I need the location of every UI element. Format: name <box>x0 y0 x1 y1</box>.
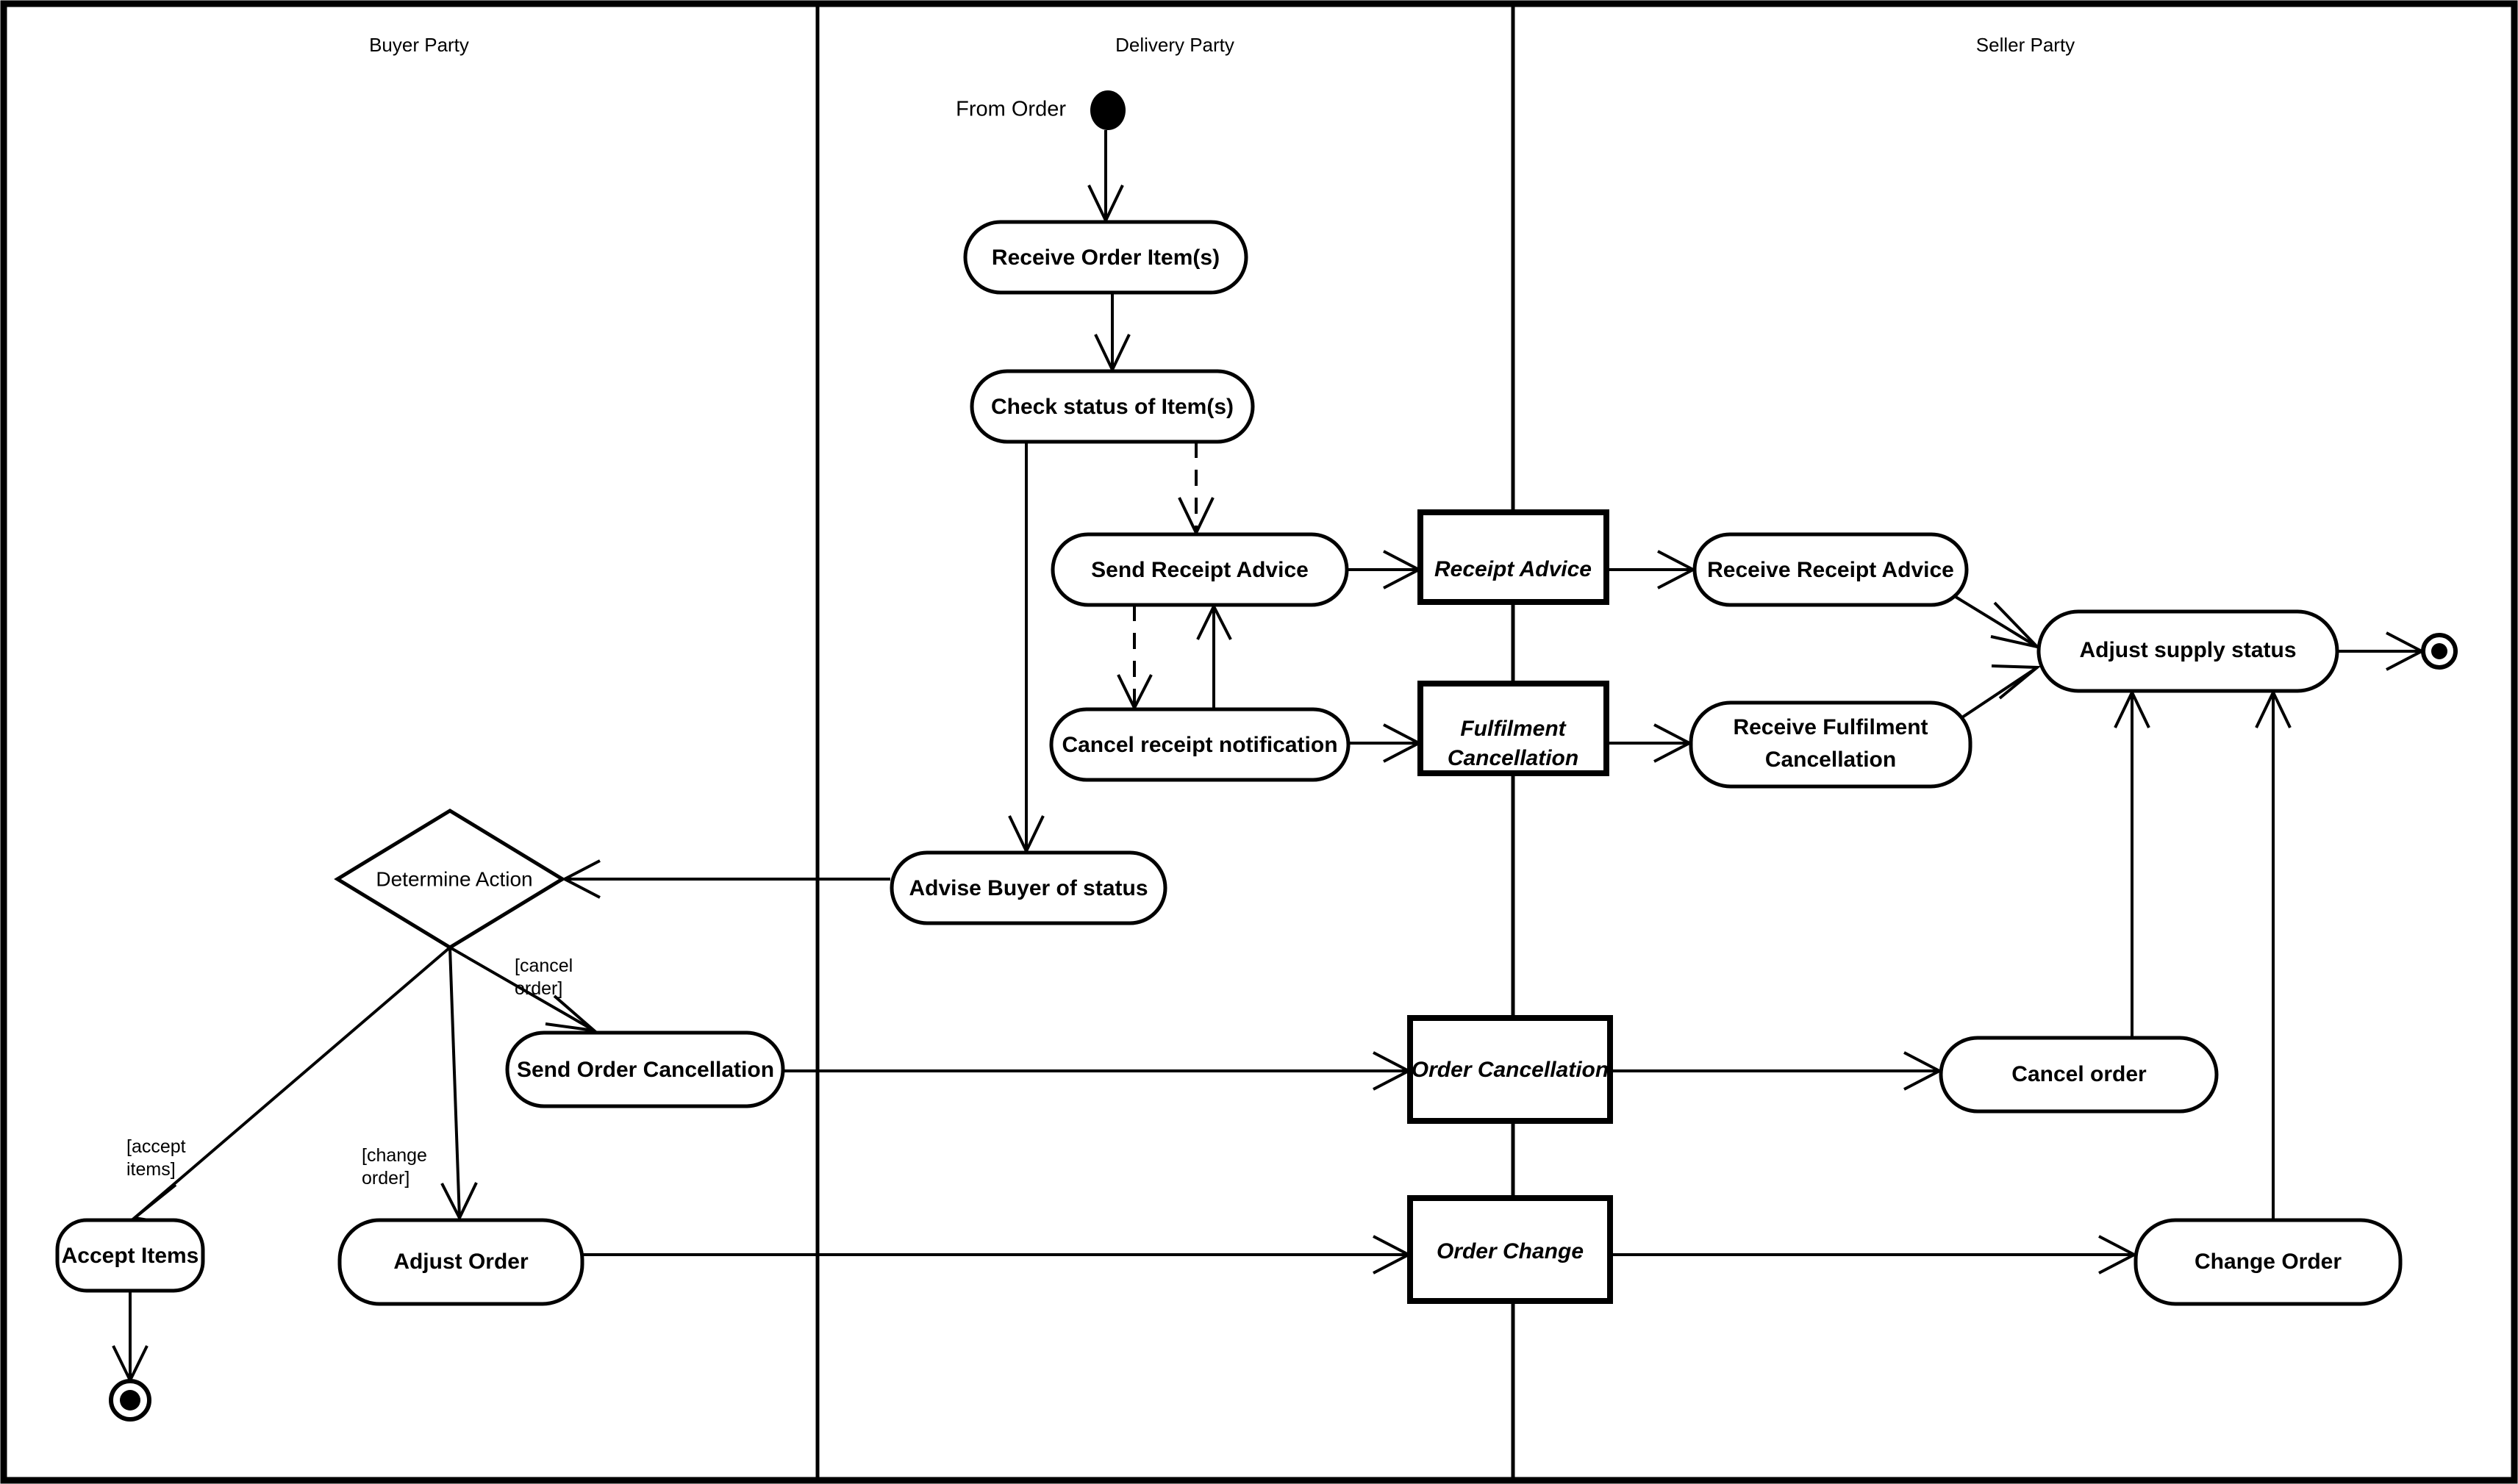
guard-cancel-order: [cancel order] <box>515 956 573 999</box>
from-order-label: From Order <box>956 98 1066 121</box>
activity-send-receipt-advice[interactable]: Send Receipt Advice <box>1051 532 1349 607</box>
flow-decision-to-adjust-order <box>440 947 478 1222</box>
flow-decision-to-send-cancellation <box>449 946 599 1033</box>
guard-line2: order] <box>515 978 562 999</box>
activity-receive-order-items[interactable]: Receive Order Item(s) <box>963 220 1248 295</box>
signal-label-line2: Cancellation <box>1448 746 1578 770</box>
decision-label: Determine Action <box>376 867 532 890</box>
activity-label-line1: Receive Fulfilment <box>1733 715 1928 739</box>
activity-change-order[interactable]: Change Order <box>2133 1218 2403 1306</box>
final-node-seller <box>2421 633 2458 670</box>
signal-label-line1: Fulfilment <box>1460 717 1567 741</box>
guard-line1: [cancel <box>515 956 573 976</box>
activity-label: Advise Buyer of status <box>909 876 1148 900</box>
activity-label: Accept Items <box>62 1244 199 1268</box>
activity-label: Receive Receipt Advice <box>1707 558 1954 582</box>
guard-line2: items] <box>126 1159 176 1180</box>
guard-line2: order] <box>362 1168 409 1189</box>
activity-advise-buyer-of-status[interactable]: Advise Buyer of status <box>890 850 1167 925</box>
guard-line1: [accept <box>126 1136 186 1157</box>
activity-label: Cancel receipt notification <box>1062 733 1337 757</box>
activity-adjust-order[interactable]: Adjust Order <box>337 1218 584 1306</box>
activity-cancel-receipt-notification[interactable]: Cancel receipt notification <box>1049 707 1351 782</box>
activity-receive-receipt-advice[interactable]: Receive Receipt Advice <box>1692 532 1969 607</box>
flow-receive-fulfilment-to-adjust <box>1959 664 2042 720</box>
activity-label: Adjust supply status <box>2079 638 2296 662</box>
activity-label: Send Order Cancellation <box>517 1058 774 1082</box>
signal-fulfilment-cancellation[interactable]: Fulfilment Cancellation <box>1417 681 1609 776</box>
activity-label: Adjust Order <box>393 1250 529 1274</box>
activity-label: Send Receipt Advice <box>1091 558 1309 582</box>
activity-receive-fulfilment-cancellation[interactable]: Receive Fulfilment Cancellation <box>1689 700 1972 789</box>
activity-cancel-order[interactable]: Cancel order <box>1939 1036 2219 1114</box>
initial-node <box>1090 90 1126 130</box>
signal-order-change[interactable]: Order Change <box>1407 1195 1613 1304</box>
signal-order-cancellation[interactable]: Order Cancellation <box>1407 1015 1613 1124</box>
guard-line1: [change <box>362 1145 427 1166</box>
activity-adjust-supply-status[interactable]: Adjust supply status <box>2036 609 2339 693</box>
signal-label: Order Cancellation <box>1412 1058 1609 1082</box>
activity-label-line2: Cancellation <box>1765 748 1896 772</box>
decision-determine-action[interactable]: Determine Action <box>334 809 566 950</box>
guard-accept-items: [accept items] <box>126 1136 186 1180</box>
final-node-buyer <box>109 1379 151 1422</box>
signal-label: Receipt Advice <box>1434 557 1592 581</box>
activity-label: Change Order <box>2195 1250 2342 1274</box>
lane-title-buyer: Buyer Party <box>369 34 469 56</box>
signal-label: Order Change <box>1437 1239 1584 1263</box>
activity-label: Cancel order <box>2011 1062 2147 1086</box>
activity-label: Receive Order Item(s) <box>992 245 1220 270</box>
activity-accept-items[interactable]: Accept Items <box>55 1218 205 1293</box>
activity-check-status-items[interactable]: Check status of Item(s) <box>970 369 1255 444</box>
lane-title-delivery: Delivery Party <box>1115 34 1234 56</box>
signal-receipt-advice[interactable]: Receipt Advice <box>1417 509 1609 605</box>
guard-change-order: [change order] <box>362 1145 427 1189</box>
activity-label: Check status of Item(s) <box>991 395 1234 419</box>
activity-send-order-cancellation[interactable]: Send Order Cancellation <box>505 1030 785 1108</box>
lane-title-seller: Seller Party <box>1976 34 2075 56</box>
